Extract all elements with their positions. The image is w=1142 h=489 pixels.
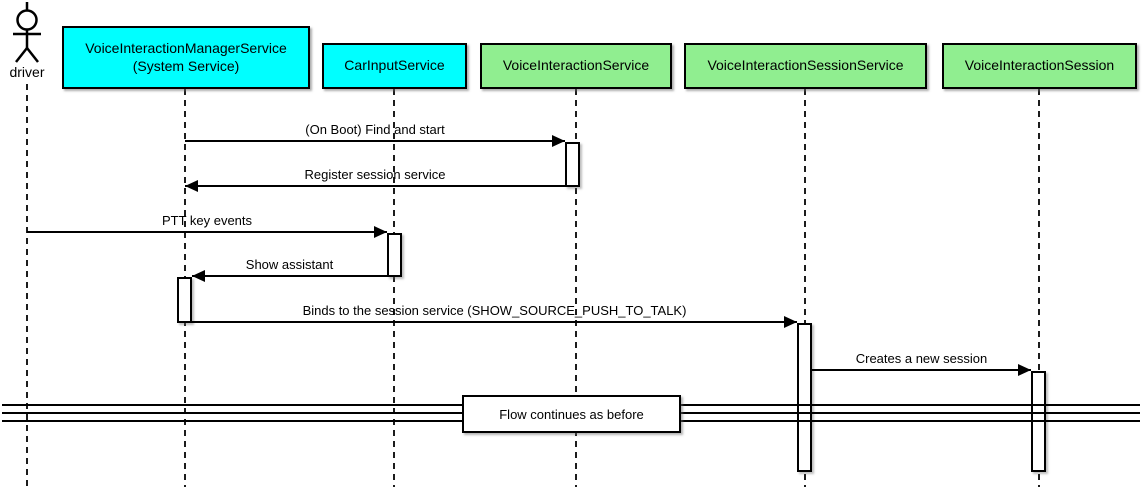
arrowhead-left-icon [185, 180, 198, 192]
lifeline-voiceinteractionsessionservice [804, 89, 806, 487]
participant-box-carinputservice: CarInputService [322, 43, 467, 89]
participant-name: VoiceInteractionManagerService [85, 40, 287, 56]
participant-box-voiceinteractionservice: VoiceInteractionService [480, 43, 672, 89]
actor-driver-label: driver [9, 64, 45, 80]
message-line [192, 321, 797, 323]
message-line [185, 185, 565, 187]
participant-box-voiceinteractionsessionservice: VoiceInteractionSessionService [684, 43, 927, 89]
divider-label: Flow continues as before [499, 406, 644, 422]
actor-driver-icon [13, 2, 41, 63]
message-label: Show assistant [245, 257, 334, 272]
message-label: Creates a new session [855, 351, 988, 366]
message-binds-to-session-service: Binds to the session service (SHOW_SOURC… [192, 301, 797, 328]
message-creates-a-new-session: Creates a new session [812, 349, 1031, 376]
participant-box-voiceinteractionmanagerservice: VoiceInteractionManagerService (System S… [62, 26, 310, 89]
message-label: Binds to the session service (SHOW_SOURC… [302, 303, 687, 318]
participant-name: VoiceInteractionService [502, 57, 650, 74]
divider-label-box: Flow continues as before [462, 395, 681, 433]
lifeline-carinputservice [393, 89, 395, 487]
message-ptt-key-events: PTT key events [27, 211, 387, 238]
message-label: (On Boot) Find and start [305, 122, 445, 137]
message-on-boot-find-and-start: (On Boot) Find and start [185, 120, 565, 147]
lifeline-voiceinteractionservice [575, 89, 577, 487]
arrowhead-right-icon [374, 226, 387, 238]
activation-voiceinteractionmanagerservice [177, 277, 192, 323]
arrowhead-right-icon [552, 135, 565, 147]
message-line [192, 275, 387, 277]
message-line [185, 140, 565, 142]
participant-name: CarInputService [344, 57, 445, 74]
message-show-assistant: Show assistant [192, 255, 387, 282]
message-label: Register session service [304, 167, 446, 182]
message-line [27, 231, 387, 233]
message-line [812, 369, 1031, 371]
message-label: PTT key events [161, 213, 253, 228]
participant-subtitle: (System Service) [132, 57, 240, 74]
participant-name: VoiceInteractionSession [964, 57, 1115, 74]
activation-voiceinteractionsessionservice [797, 323, 812, 472]
arrowhead-right-icon [1018, 364, 1031, 376]
arrowhead-right-icon [784, 316, 797, 328]
lifeline-driver [26, 84, 28, 487]
activation-voiceinteractionservice [565, 142, 580, 187]
lifeline-voiceinteractionsession [1038, 89, 1040, 487]
participant-box-voiceinteractionsession: VoiceInteractionSession [942, 43, 1137, 89]
participant-name: VoiceInteractionSessionService [707, 57, 904, 74]
message-register-session-service: Register session service [185, 165, 565, 192]
activation-carinputservice [387, 233, 402, 277]
arrowhead-left-icon [192, 270, 205, 282]
